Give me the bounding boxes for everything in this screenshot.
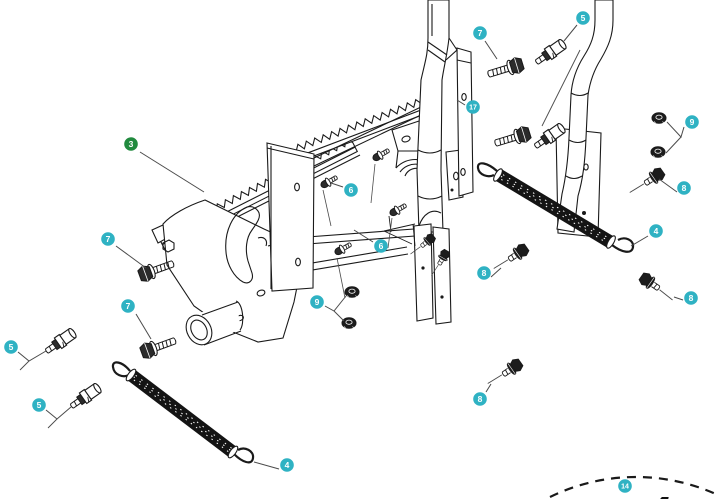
badge-leader-line [658,178,678,193]
springs-art [111,162,635,464]
extension-spring-left [111,361,255,464]
part-badge-8[interactable]: 8 [673,291,698,305]
badge-leader-line [456,99,466,106]
part-badge-7[interactable]: 7 [121,299,152,340]
badge-leader-line [45,406,72,420]
part-badge-14[interactable]: 14 [618,479,632,493]
part-badge-4[interactable]: 4 [253,458,294,472]
badge-leader-line [324,295,347,312]
badge-leader-line [563,24,578,42]
part-badge-8[interactable]: 8 [477,266,502,280]
badge-leader-line [115,245,147,269]
extension-spring-right [476,162,635,253]
part-badge-6[interactable]: 6 [353,229,388,253]
badge-leader-line [484,40,498,60]
part-badge-9[interactable]: 9 [665,115,699,154]
badge-leader-line [666,121,685,138]
part-badge-5[interactable]: 5 [563,11,590,42]
badge-leader-line [333,310,345,322]
badge-leader-line [135,313,152,340]
part-badge-4[interactable]: 4 [630,224,663,247]
vertical-plate-art [266,142,315,292]
part-badge-9[interactable]: 9 [310,295,347,322]
badge-leader-line [630,235,649,247]
plate-17-art [456,47,474,197]
badge-leader-line [17,350,47,362]
badge-leader-line [330,182,344,188]
detail-view-art: 4 [549,475,720,499]
part-badge-3[interactable]: 3 [124,137,205,193]
badge-leader-line [490,267,502,278]
badge-leader-line [665,136,682,154]
detail-numeral: 4 [633,482,672,499]
fasteners-art [19,37,678,429]
part-badge-8[interactable]: 8 [658,178,691,195]
badge-leader-line [673,296,684,301]
badge-leader-line [139,151,205,193]
part-badge-7[interactable]: 7 [473,26,498,60]
part-badge-5[interactable]: 5 [32,398,72,420]
part-badge-8[interactable]: 8 [473,383,492,406]
part-badge-6[interactable]: 6 [330,182,358,197]
badge-leader-line [253,461,280,470]
lower-bracket-art [383,210,452,325]
badge-leader-line [485,383,492,393]
badge-leader-line [353,229,374,243]
handlebar-right-art [555,0,614,238]
part-badge-7[interactable]: 7 [101,232,147,269]
part-badge-5[interactable]: 5 [4,340,47,362]
main-bracket-art [151,199,303,346]
